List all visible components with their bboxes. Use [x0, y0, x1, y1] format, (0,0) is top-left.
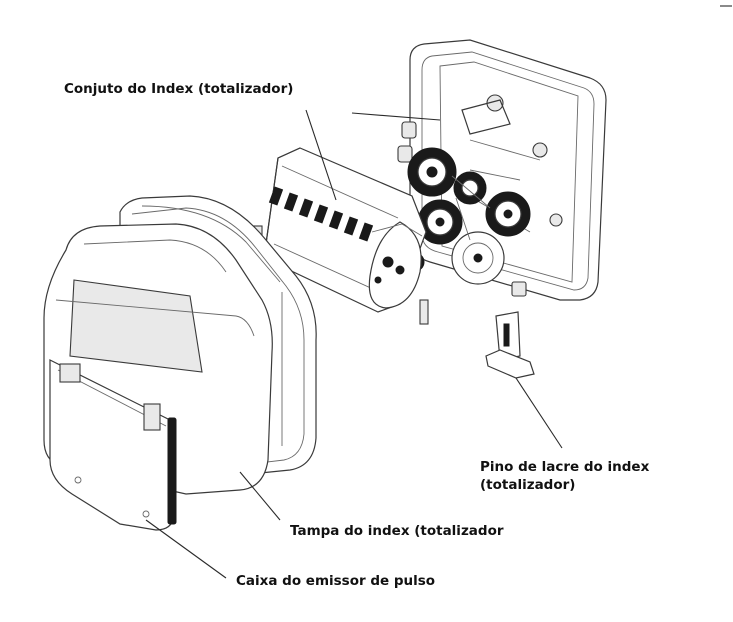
- label-seal-pin-line2: (totalizador): [480, 477, 576, 493]
- gear-train: [405, 147, 531, 285]
- label-seal-pin-line1: Pino de lacre do index: [480, 459, 650, 475]
- label-pulse-box: Caixa do emissor de pulso: [236, 573, 436, 589]
- pulse-emitter-box: [43, 223, 273, 531]
- label-seal-pin: Pino de lacre do index (totalizador): [480, 458, 710, 494]
- label-index-cover: Tampa do index (totalizador: [290, 523, 504, 539]
- label-index-assembly: Conjuto do Index (totalizador): [64, 81, 294, 97]
- seal-pin: [485, 311, 535, 379]
- counter-digit-wheels: [268, 186, 405, 284]
- leader-lines: [145, 109, 563, 579]
- index-back-plate: [397, 39, 607, 301]
